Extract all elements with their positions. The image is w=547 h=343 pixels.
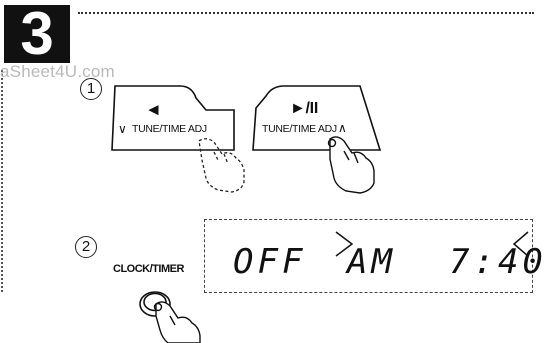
watermark-text: aSheet4U.com — [0, 62, 115, 81]
am-selector-chevron — [335, 231, 354, 257]
clock-hand-pointer-icon — [153, 301, 201, 343]
display-am-text: AM — [347, 242, 396, 282]
display-panel: OFF AM 7:40 — [204, 219, 543, 293]
step-marker-2: 2 — [75, 236, 97, 258]
prev-arrow-icon: ◄ — [145, 100, 162, 119]
down-chevron-icon: ∨ — [118, 122, 127, 136]
tune-next-button-shape — [252, 85, 382, 151]
dashed-hand-icon — [198, 138, 245, 193]
top-dotted-rule — [78, 12, 534, 14]
left-dotted-rule — [1, 70, 3, 292]
tune-prev-label[interactable]: TUNE/TIME ADJ — [132, 123, 207, 135]
tune-next-label[interactable]: TUNE/TIME ADJ — [262, 123, 337, 135]
display-time-text: 7:40 — [449, 242, 547, 282]
time-selector-bracket — [512, 231, 529, 257]
step-number: 3 — [20, 0, 54, 67]
display-off-text: OFF — [233, 242, 307, 282]
hand-pointer-icon — [327, 136, 375, 194]
step-marker-1: 1 — [80, 78, 102, 100]
up-chevron-icon: ∧ — [338, 121, 347, 135]
step-number-badge: 3 — [4, 0, 70, 67]
clock-timer-label: CLOCK/TIMER — [113, 263, 184, 275]
play-pause-icon: ►/II — [290, 100, 318, 117]
tune-prev-button-shape — [111, 85, 235, 151]
